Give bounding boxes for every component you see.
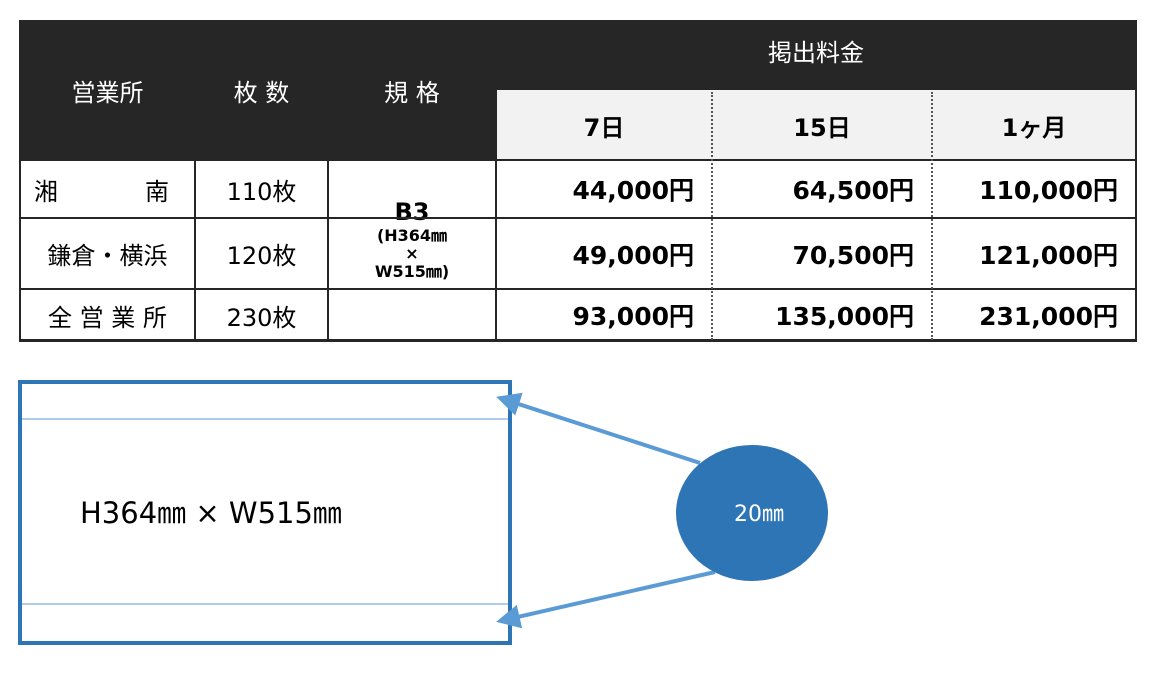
arrow-bottom-icon bbox=[496, 570, 716, 629]
count-cell: 120枚 bbox=[226, 242, 297, 270]
price-cell: 135,000円 bbox=[775, 302, 914, 331]
dotted-divider bbox=[711, 92, 713, 340]
poster-size-label: H364㎜ × W515㎜ bbox=[80, 496, 342, 530]
spec-dim-height: (H364㎜ bbox=[376, 225, 448, 245]
header-period-15d: 15日 bbox=[712, 90, 932, 160]
header-count: 枚 数 bbox=[195, 20, 328, 160]
price-cell: 231,000円 bbox=[979, 302, 1118, 331]
arrow-top-icon bbox=[496, 392, 701, 465]
header-fee: 掲出料金 bbox=[496, 20, 1136, 90]
office-name-part: 湘 bbox=[34, 177, 58, 206]
price-cell: 93,000円 bbox=[572, 302, 694, 331]
header-period-7d: 7日 bbox=[496, 90, 712, 160]
price-cell: 49,000円 bbox=[572, 240, 694, 270]
header-period-1m: 1ヶ月 bbox=[932, 90, 1136, 160]
dotted-divider bbox=[931, 92, 933, 340]
spec-size: B3 bbox=[394, 198, 430, 227]
price-cell: 121,000円 bbox=[979, 240, 1118, 270]
margin-circle bbox=[676, 445, 828, 581]
spec-cell: B3 (H364㎜ × W515㎜) bbox=[328, 160, 496, 341]
spec-dim-times: × bbox=[405, 244, 419, 264]
office-cell: 湘 南 bbox=[20, 160, 195, 218]
poster-frame bbox=[18, 380, 512, 645]
price-cell: 70,500円 bbox=[792, 240, 914, 270]
office-cell: 全 営 業 所 bbox=[48, 303, 167, 332]
price-cell: 44,000円 bbox=[572, 176, 694, 205]
office-cell: 鎌倉・横浜 bbox=[47, 242, 168, 270]
margin-label: 20㎜ bbox=[734, 502, 784, 527]
price-cell: 110,000円 bbox=[979, 176, 1118, 205]
count-cell: 110枚 bbox=[226, 177, 297, 206]
header-office: 営業所 bbox=[20, 20, 195, 160]
office-name-part: 南 bbox=[145, 177, 169, 206]
spec-dim-width: W515㎜) bbox=[374, 262, 450, 282]
header-spec: 規 格 bbox=[328, 20, 496, 160]
count-cell: 230枚 bbox=[226, 303, 297, 332]
price-cell: 64,500円 bbox=[792, 176, 914, 205]
